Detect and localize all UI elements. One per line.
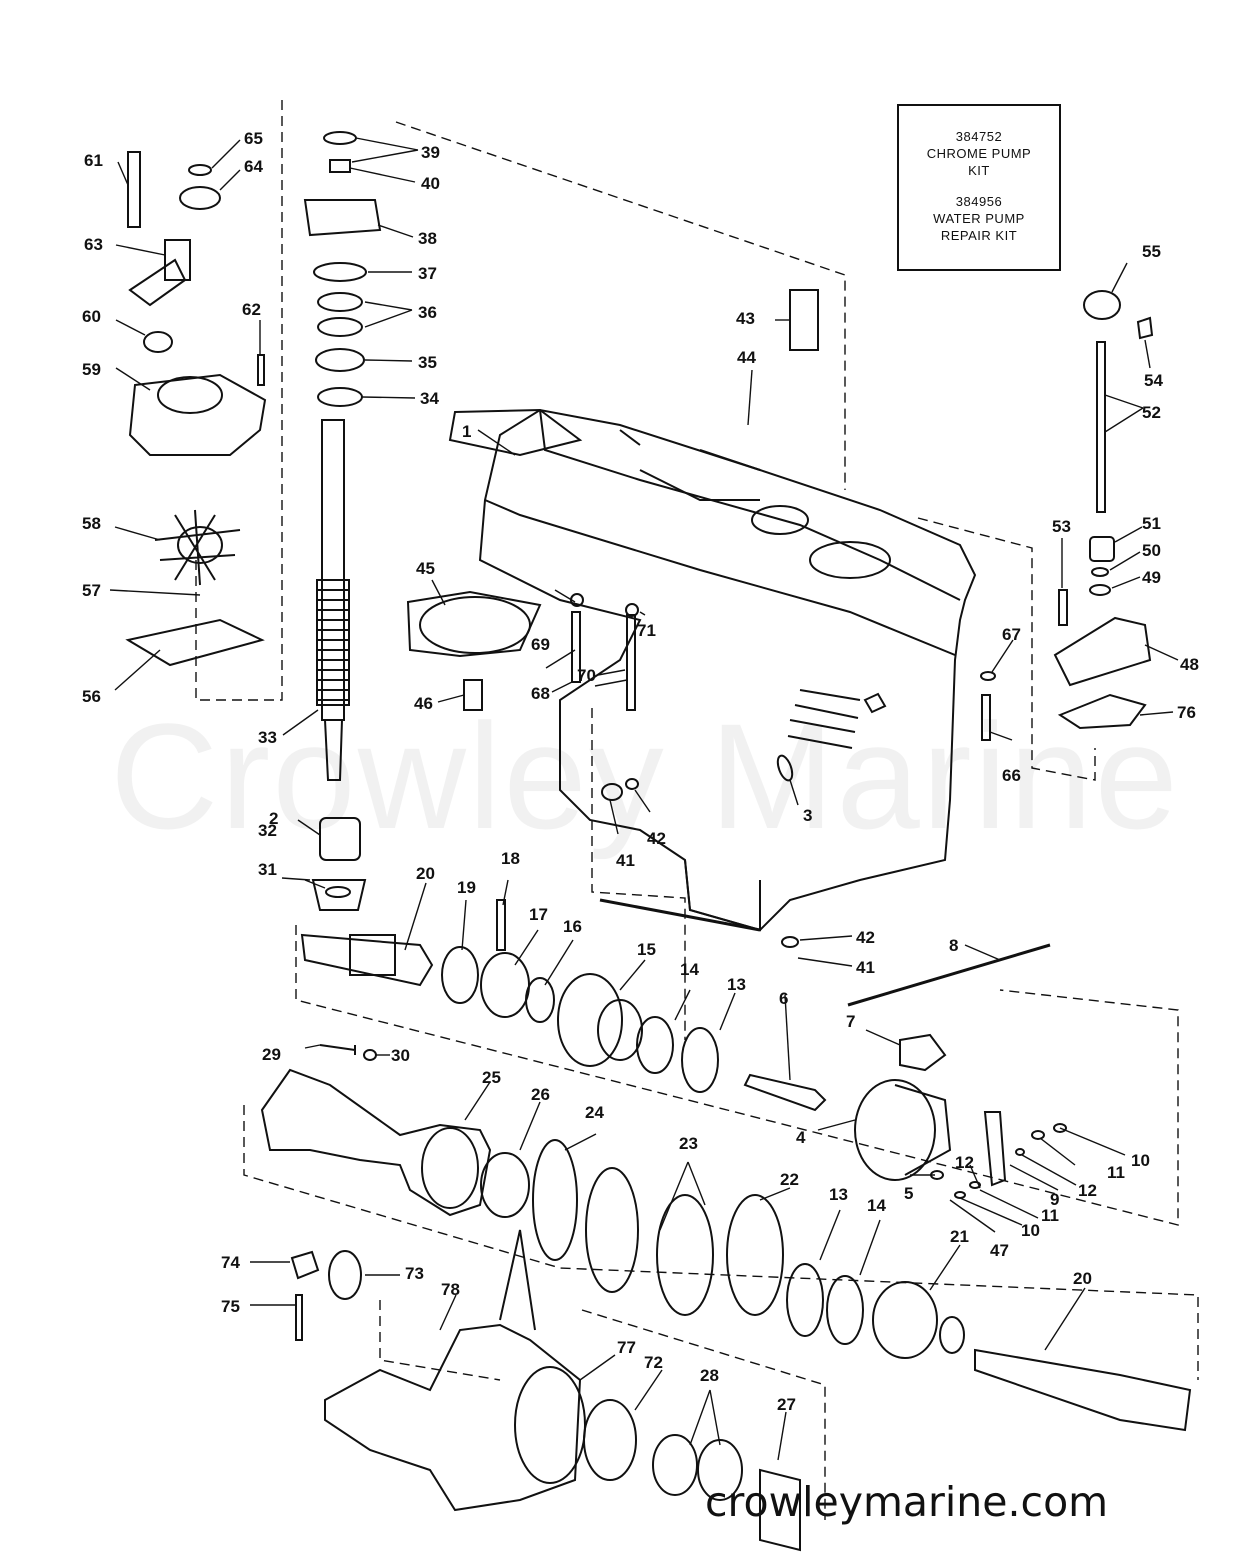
part-label: 12 — [1078, 1181, 1097, 1200]
part-label: 11 — [1041, 1206, 1059, 1225]
part-label: 50 — [1142, 541, 1161, 560]
part-label: 7 — [846, 1012, 855, 1031]
part-label: 17 — [529, 905, 548, 924]
kit-name: CHROME PUMP — [926, 146, 1032, 161]
part-label: 10 — [1131, 1151, 1150, 1170]
part-label: 23 — [679, 1134, 698, 1153]
part-label: 58 — [82, 514, 101, 533]
part-label: 13 — [727, 975, 746, 994]
part-label: 3 — [803, 806, 812, 825]
part-label: 40 — [421, 174, 440, 193]
part-label: 42 — [647, 829, 666, 848]
part-label: 77 — [617, 1338, 636, 1357]
part-label: 25 — [482, 1068, 501, 1087]
part-label: 48 — [1180, 655, 1199, 674]
part-label: 62 — [242, 300, 261, 319]
part-label: 69 — [531, 635, 550, 654]
part-label: 14 — [867, 1196, 886, 1215]
site-url[interactable]: crowleymarine.com — [705, 1478, 1109, 1526]
part-label: 56 — [82, 687, 101, 706]
part-label: 42 — [856, 928, 875, 947]
part-label: 22 — [780, 1170, 799, 1189]
part-label: 18 — [501, 849, 520, 868]
part-label: 39 — [421, 143, 440, 162]
part-label: 57 — [82, 581, 101, 600]
part-label: 78 — [441, 1280, 460, 1299]
part-label: 20 — [1073, 1269, 1092, 1288]
part-label: 45 — [416, 559, 435, 578]
part-label: 37 — [418, 264, 437, 283]
part-label: 63 — [84, 235, 103, 254]
part-label: 34 — [420, 389, 439, 408]
part-label: 13 — [829, 1185, 848, 1204]
part-label: 64 — [244, 157, 263, 176]
part-label: 59 — [82, 360, 101, 379]
part-label: 36 — [418, 303, 437, 322]
part-label: 44 — [737, 348, 756, 367]
kit-name: WATER PUMP — [933, 211, 1025, 226]
kit-part-number: 384956 — [955, 194, 1003, 209]
part-label: 27 — [777, 1395, 796, 1414]
part-label: 28 — [700, 1366, 719, 1385]
part-label: 16 — [563, 917, 582, 936]
part-label: 71 — [637, 621, 656, 640]
part-label: 38 — [418, 229, 437, 248]
gearcase-housing — [478, 408, 977, 932]
part-label: 72 — [644, 1353, 663, 1372]
part-label: 55 — [1142, 242, 1161, 261]
part-label: 21 — [950, 1227, 969, 1246]
part-label: 19 — [457, 878, 476, 897]
part-label: 61 — [84, 151, 103, 170]
kit-part-number: 384752 — [955, 129, 1003, 144]
part-label: 67 — [1002, 625, 1021, 644]
part-label: 47 — [990, 1241, 1009, 1260]
part-label: 20 — [416, 864, 435, 883]
kit-info-box: 384752 CHROME PUMP KIT 384956 WATER PUMP… — [897, 104, 1061, 271]
part-label: 32 — [258, 821, 277, 840]
part-label: 33 — [258, 728, 277, 747]
part-label: 76 — [1177, 703, 1196, 722]
part-label: 1 — [462, 422, 471, 441]
part-label: 15 — [637, 940, 656, 959]
part-label: 5 — [904, 1184, 913, 1203]
part-label: 49 — [1142, 568, 1161, 587]
part-label: 10 — [1021, 1221, 1040, 1240]
part-label: 11 — [1107, 1163, 1125, 1182]
part-label: 35 — [418, 353, 437, 372]
part-label: 14 — [680, 960, 699, 979]
part-label: 68 — [531, 684, 550, 703]
part-label: 75 — [221, 1297, 240, 1316]
part-label: 24 — [585, 1103, 604, 1122]
part-label: 66 — [1002, 766, 1021, 785]
part-label: 53 — [1052, 517, 1071, 536]
part-label: 46 — [414, 694, 433, 713]
part-label: 31 — [258, 860, 277, 879]
part-label: 54 — [1144, 371, 1163, 390]
part-label: 8 — [949, 936, 958, 955]
part-label: 43 — [736, 309, 755, 328]
kit-name: REPAIR KIT — [940, 228, 1018, 243]
part-label: 2 — [269, 809, 278, 828]
part-label: 74 — [221, 1253, 240, 1272]
part-label: 73 — [405, 1264, 424, 1283]
part-label: 6 — [779, 989, 788, 1008]
part-label: 41 — [856, 958, 875, 977]
part-label: 51 — [1142, 514, 1161, 533]
part-label: 41 — [616, 851, 635, 870]
part-label: 26 — [531, 1085, 550, 1104]
part-label: 52 — [1142, 403, 1161, 422]
watermark: Crowley Marine — [110, 692, 1180, 860]
part-label: 30 — [391, 1046, 410, 1065]
part-label: 9 — [1050, 1190, 1059, 1209]
part-label: 60 — [82, 307, 101, 326]
part-label: 70 — [577, 666, 596, 685]
part-label: 12 — [955, 1153, 974, 1172]
kit-name: KIT — [968, 163, 990, 178]
part-label: 4 — [796, 1128, 806, 1147]
part-label: 29 — [262, 1045, 281, 1064]
part-label: 65 — [244, 129, 263, 148]
